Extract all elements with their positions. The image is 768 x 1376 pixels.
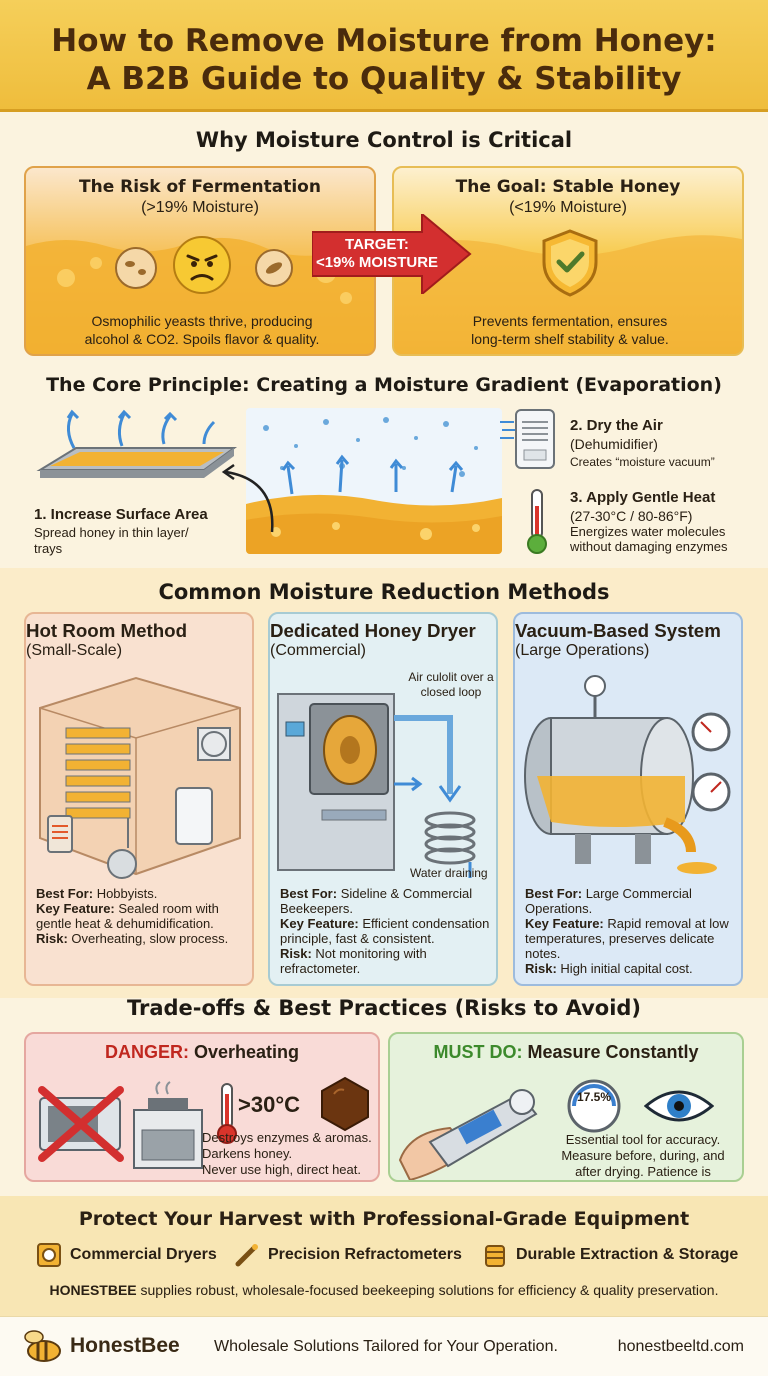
curved-arrow-icon [221, 463, 274, 533]
method-subtitle: (Commercial) [270, 642, 366, 659]
footer-tagline: Wholesale Solutions Tailored for Your Op… [214, 1338, 558, 1355]
danger-desc: Destroys enzymes & aromas. Darkens honey… [202, 1130, 372, 1177]
risk-subtitle: (>19% Moisture) [141, 199, 259, 216]
method-subtitle: (Large Operations) [515, 642, 650, 659]
page-title: How to Remove Moisture from Honey: A B2B… [0, 22, 768, 98]
must-desc: Essential tool for accuracy. Measure bef… [561, 1132, 725, 1179]
thermometer-icon [217, 1083, 237, 1144]
arrow-right-icon [312, 214, 472, 294]
step1-title: 1. Increase Surface Area [34, 506, 208, 523]
angry-face-icon [173, 236, 231, 294]
title-line-1: How to Remove Moisture from Honey: [51, 23, 717, 59]
dehumidifier-icon [500, 409, 555, 469]
section-why-title: Why Moisture Control is Critical [195, 128, 573, 152]
eye-icon [644, 1090, 714, 1122]
step2-title: 2. Dry the Air(Dehumidifier) [570, 417, 663, 452]
refractometer-icon [398, 1089, 538, 1180]
risk-title: The Risk of Fermentation [79, 177, 321, 197]
shield-check-icon [542, 229, 598, 297]
step3-title: 3. Apply Gentle Heat(27-30°C / 80-86°F) [570, 489, 716, 524]
protect-title: Protect Your Harvest with Professional-G… [78, 1208, 690, 1230]
microwave-crossed-icon [38, 1086, 124, 1162]
footer-url-link[interactable]: honestbeeltd.com [617, 1338, 744, 1355]
method-card-vacuum: Vacuum-Based System (Large Operations) B… [513, 612, 743, 986]
dryer-icon [37, 1243, 61, 1267]
method-title: Hot Room Method [26, 620, 188, 641]
method-title: Vacuum-Based System [515, 620, 721, 641]
goal-subtitle: (<19% Moisture) [509, 199, 627, 216]
honey-drops-illustration [26, 237, 374, 354]
method-title: Dedicated Honey Dryer [270, 620, 476, 641]
method-details: Best For: Sideline & Commercial Beekeepe… [280, 886, 490, 976]
method-details: Best For: Hobbyists. Key Feature: Sealed… [36, 886, 229, 946]
method-card-honey-dryer: Dedicated Honey Dryer (Commercial) Air c… [268, 612, 498, 986]
vacuum-system-illustration [524, 675, 731, 874]
header: How to Remove Moisture from Honey: A B2B… [0, 0, 768, 112]
honey-dryer-illustration [277, 693, 476, 878]
bee-logo-icon [24, 1330, 61, 1362]
dryer-note-top: Air culolit over a closed loop [408, 670, 494, 699]
step1-desc: Spread honey in thin layer/trays [34, 525, 189, 556]
footer: HonestBee Wholesale Solutions Tailored f… [0, 1316, 768, 1376]
thermometer-icon [527, 489, 547, 554]
target-label: TARGET:<19% MOISTURE [315, 236, 439, 271]
method-details: Best For: Large Commercial Operations. K… [525, 886, 729, 976]
section-tradeoffs-title: Trade-offs & Best Practices (Risks to Av… [126, 996, 642, 1020]
protect-item-refractometers: Precision Refractometers [234, 1242, 462, 1268]
tray-illustration: 1. Increase Surface Area Spread honey in… [24, 408, 244, 558]
section-principle-title: The Core Principle: Creating a Moisture … [46, 374, 722, 396]
danger-card: DANGER: Overheating >30°C Destroys enzym… [24, 1032, 380, 1182]
protect-item-storage: Durable Extraction & Storage [482, 1242, 738, 1268]
goal-title: The Goal: Stable Honey [455, 177, 681, 197]
dryer-note-bottom: Water draining [410, 866, 488, 880]
stove-icon [133, 1081, 203, 1169]
honeycomb-icon [321, 1076, 369, 1132]
risk-card: The Risk of Fermentation (>19% Moisture)… [24, 166, 376, 356]
gauge-icon [567, 1079, 621, 1133]
must-do-card: MUST DO: Measure Constantly 17.5% Essent… [388, 1032, 744, 1182]
title-line-2: A B2B Guide to Quality & Stability [86, 61, 682, 97]
hot-room-illustration [39, 676, 241, 879]
evaporation-illustration [246, 417, 502, 554]
protect-item-dryers: Commercial Dryers [36, 1242, 217, 1268]
footer-brand: HonestBee [70, 1334, 180, 1357]
protect-section: Protect Your Harvest with Professional-G… [0, 1196, 768, 1316]
section-methods-title: Common Moisture Reduction Methods [158, 580, 610, 604]
evaporation-closeup [246, 408, 502, 554]
step2-desc: Creates “moisture vacuum” [570, 455, 715, 469]
honey-tray-icon [36, 409, 238, 478]
refractometer-small-icon [235, 1244, 258, 1267]
must-heading: MUST DO: Measure Constantly [433, 1042, 699, 1062]
method-card-hot-room: Hot Room Method (Small-Scale) Best [24, 612, 254, 986]
protect-desc: HONESTBEE supplies robust, wholesale-foc… [49, 1282, 719, 1298]
danger-heading: DANGER: Overheating [104, 1042, 300, 1062]
method-subtitle: (Small-Scale) [26, 642, 123, 659]
storage-icon [485, 1245, 505, 1267]
target-arrow: TARGET:<19% MOISTURE [312, 214, 472, 294]
danger-temp: >30°C [238, 1092, 301, 1117]
gauge-reading: 17.5% [576, 1090, 612, 1104]
